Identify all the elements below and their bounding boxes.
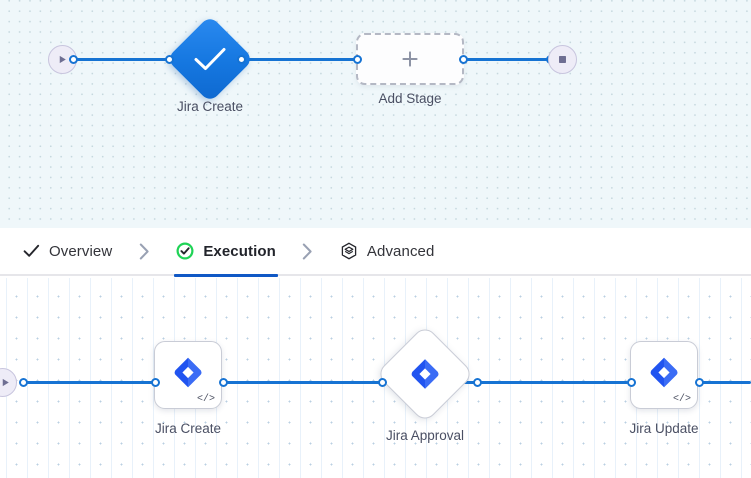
check-circle-green-icon bbox=[176, 242, 194, 260]
tab-separator-2 bbox=[278, 243, 338, 260]
tab-execution-label: Execution bbox=[203, 242, 276, 260]
chevron-right-icon bbox=[302, 243, 313, 260]
step-jira-update[interactable]: </> bbox=[630, 341, 698, 409]
edge-jira-create-to-add-stage bbox=[240, 58, 358, 61]
jira-icon bbox=[646, 355, 682, 396]
port-add-stage-in[interactable] bbox=[353, 55, 362, 64]
step-label-jira-update: Jira Update bbox=[629, 421, 699, 436]
step-jira-create[interactable]: </> bbox=[154, 341, 222, 409]
tab-advanced-label: Advanced bbox=[366, 242, 435, 260]
play-icon bbox=[57, 54, 68, 65]
play-icon bbox=[0, 377, 11, 388]
port-jira-create-out[interactable] bbox=[219, 378, 228, 387]
edge-start-to-jira-create bbox=[72, 58, 180, 61]
tab-execution[interactable]: Execution bbox=[174, 227, 278, 277]
port-jira-update-out[interactable] bbox=[695, 378, 704, 387]
jira-icon bbox=[170, 355, 206, 396]
check-icon bbox=[22, 242, 40, 260]
port-jira-create-out[interactable] bbox=[237, 55, 246, 64]
chevron-right-icon bbox=[139, 243, 150, 260]
port-jira-update-in[interactable] bbox=[627, 378, 636, 387]
pipeline-overview-canvas[interactable]: Jira Create Add Stage bbox=[0, 0, 751, 228]
step-jira-approval[interactable] bbox=[375, 324, 475, 424]
port-jira-approval-in[interactable] bbox=[378, 378, 387, 387]
tab-overview-label: Overview bbox=[49, 242, 113, 260]
code-badge-icon: </> bbox=[196, 394, 215, 405]
step-label-jira-approval: Jira Approval bbox=[385, 428, 465, 443]
start-node[interactable] bbox=[0, 368, 17, 397]
tab-advanced[interactable]: Advanced bbox=[338, 227, 437, 275]
tab-separator-1 bbox=[114, 243, 174, 260]
tab-overview[interactable]: Overview bbox=[20, 227, 114, 275]
execution-steps-canvas[interactable]: </> Jira Create Jira Approval bbox=[0, 278, 751, 478]
port-jira-approval-out[interactable] bbox=[473, 378, 482, 387]
edge-jira-update-outgoing bbox=[698, 381, 751, 384]
port-jira-create-in[interactable] bbox=[165, 55, 174, 64]
stop-square-icon bbox=[557, 54, 568, 65]
step-label-jira-create: Jira Create bbox=[154, 421, 222, 436]
port-start-out[interactable] bbox=[19, 378, 28, 387]
edge-jira-approval-to-jira-update bbox=[462, 381, 628, 384]
code-badge-icon: </> bbox=[672, 394, 691, 405]
edge-jira-create-to-jira-approval bbox=[226, 381, 392, 384]
port-start-out[interactable] bbox=[69, 55, 78, 64]
plus-icon bbox=[400, 49, 420, 69]
check-icon bbox=[192, 45, 228, 73]
add-stage-label: Add Stage bbox=[378, 91, 442, 106]
port-jira-create-in[interactable] bbox=[151, 378, 160, 387]
end-node[interactable] bbox=[548, 45, 577, 74]
stage-jira-create[interactable] bbox=[166, 15, 254, 103]
edge-add-stage-to-end bbox=[462, 58, 550, 61]
add-stage-button[interactable] bbox=[356, 33, 464, 85]
edge-start-to-jira-create bbox=[22, 381, 158, 384]
hexagon-layers-icon bbox=[340, 242, 358, 260]
port-add-stage-out[interactable] bbox=[459, 55, 468, 64]
stage-label-jira-create: Jira Create bbox=[176, 99, 244, 114]
section-tabs: Overview Execution bbox=[0, 227, 751, 277]
jira-icon bbox=[407, 356, 443, 392]
